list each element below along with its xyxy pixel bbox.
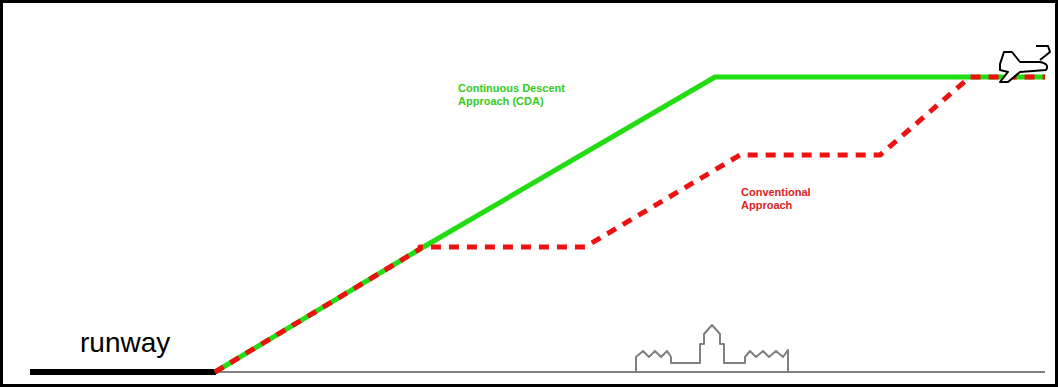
path-label: Continuous Descent Approach (CDA) (458, 82, 598, 108)
cda-path (215, 77, 1045, 372)
path-label: Conventional Approach (741, 186, 831, 212)
airplane-icon (1000, 46, 1050, 82)
runway-label: runway (80, 326, 210, 360)
town-silhouette (636, 325, 788, 371)
ground-line (215, 371, 1045, 373)
conventional-path (215, 77, 1045, 372)
runway-strip (30, 369, 216, 375)
